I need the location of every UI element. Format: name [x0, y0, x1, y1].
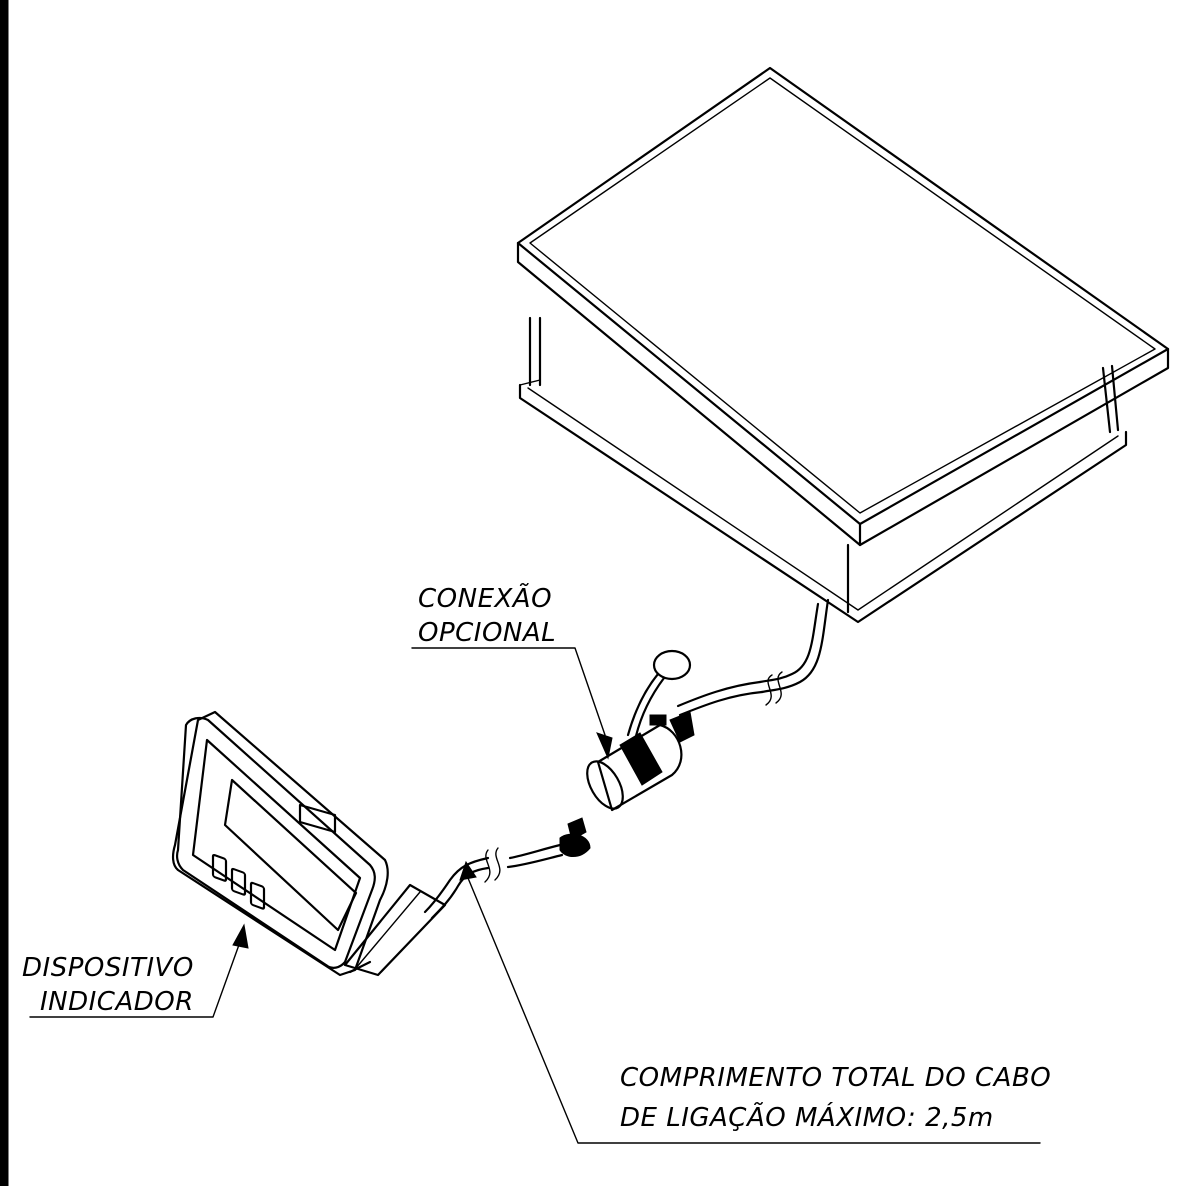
cable-length-label-line1: COMPRIMENTO TOTAL DO CABO: [620, 1063, 1052, 1093]
scale-top-plate: [516, 66, 1170, 526]
indicator-depth: [348, 960, 372, 974]
scale-body-right-edge-2: [1110, 364, 1120, 432]
cable-length-label: COMPRIMENTO TOTAL DO CABO DE LIGAÇÃO MÁX…: [620, 1058, 1051, 1138]
indicator-cable-upper-2: [506, 853, 564, 869]
cable-break-mark-3: [494, 847, 501, 881]
scale-cable-upper: [760, 598, 830, 694]
optional-connector: [559, 649, 695, 857]
cable-arrowhead: [459, 860, 477, 881]
scale-cable-lower: [678, 690, 764, 717]
scale-cable-upper-2: [758, 602, 820, 684]
indicator-button-2: [230, 867, 247, 896]
connection-arrowhead: [596, 732, 613, 760]
connector-tail: [669, 711, 695, 743]
indicator-stand-inner: [355, 891, 421, 969]
scale-base-corner-left: [519, 379, 541, 386]
connector-clip-top: [649, 714, 667, 726]
indicator-cable-upper: [508, 843, 562, 860]
indicator-buttons: [211, 853, 266, 910]
connector-cap-strap-2: [634, 676, 666, 738]
indicator-panel: [191, 738, 362, 952]
connector-cap: [652, 649, 692, 681]
cable-break-mark-4: [484, 849, 491, 883]
cable-break-mark-2: [775, 671, 783, 704]
indicator-button-1: [211, 853, 228, 882]
indicator-cable-lower: [423, 856, 490, 914]
indicator-display: [223, 778, 358, 932]
indicator-bezel: [175, 716, 376, 969]
indicator-label-line1: DISPOSITIVO: [22, 953, 194, 983]
page-border-left: [0, 0, 9, 1186]
scale-cable-lower-2: [676, 680, 762, 708]
platform-scale: [516, 66, 1170, 624]
connection-label-line2: OPCIONAL: [418, 618, 557, 648]
connector-plug: [559, 833, 591, 857]
connector-cap-strap: [626, 672, 660, 737]
cable-break-mark-1: [765, 674, 773, 706]
indicator-label: DISPOSITIVO INDICADOR: [22, 951, 194, 1019]
connection-label-line1: CONEXÃO: [418, 584, 553, 614]
connection-label: CONEXÃO OPCIONAL: [418, 582, 556, 650]
indicator-leader-line: [29, 941, 241, 1018]
connector-ring: [619, 732, 663, 786]
indicator-cable: [423, 843, 564, 920]
scale-body-right-edge: [1101, 366, 1112, 434]
indicator-label-line2: INDICADOR: [40, 987, 194, 1017]
cable-length-label-line2: DE LIGAÇÃO MÁXIMO: 2,5m: [620, 1103, 994, 1133]
connector-body: [596, 723, 683, 812]
leader-lines: [29, 647, 1041, 1144]
scale-cable: [676, 598, 830, 717]
connector-face: [586, 760, 624, 810]
indicator-stand: [343, 883, 447, 977]
cable-leader-line: [467, 877, 1041, 1144]
indicator-device: [171, 710, 447, 977]
scale-top-plate-inner: [529, 77, 1156, 514]
scale-base-frame-inner: [527, 387, 1119, 611]
indicator-back-tab: [298, 803, 337, 834]
connection-leader-line: [411, 647, 606, 736]
scale-base-frame: [518, 383, 1128, 624]
indicator-arrowhead: [232, 923, 249, 949]
indicator-button-3: [249, 881, 266, 910]
